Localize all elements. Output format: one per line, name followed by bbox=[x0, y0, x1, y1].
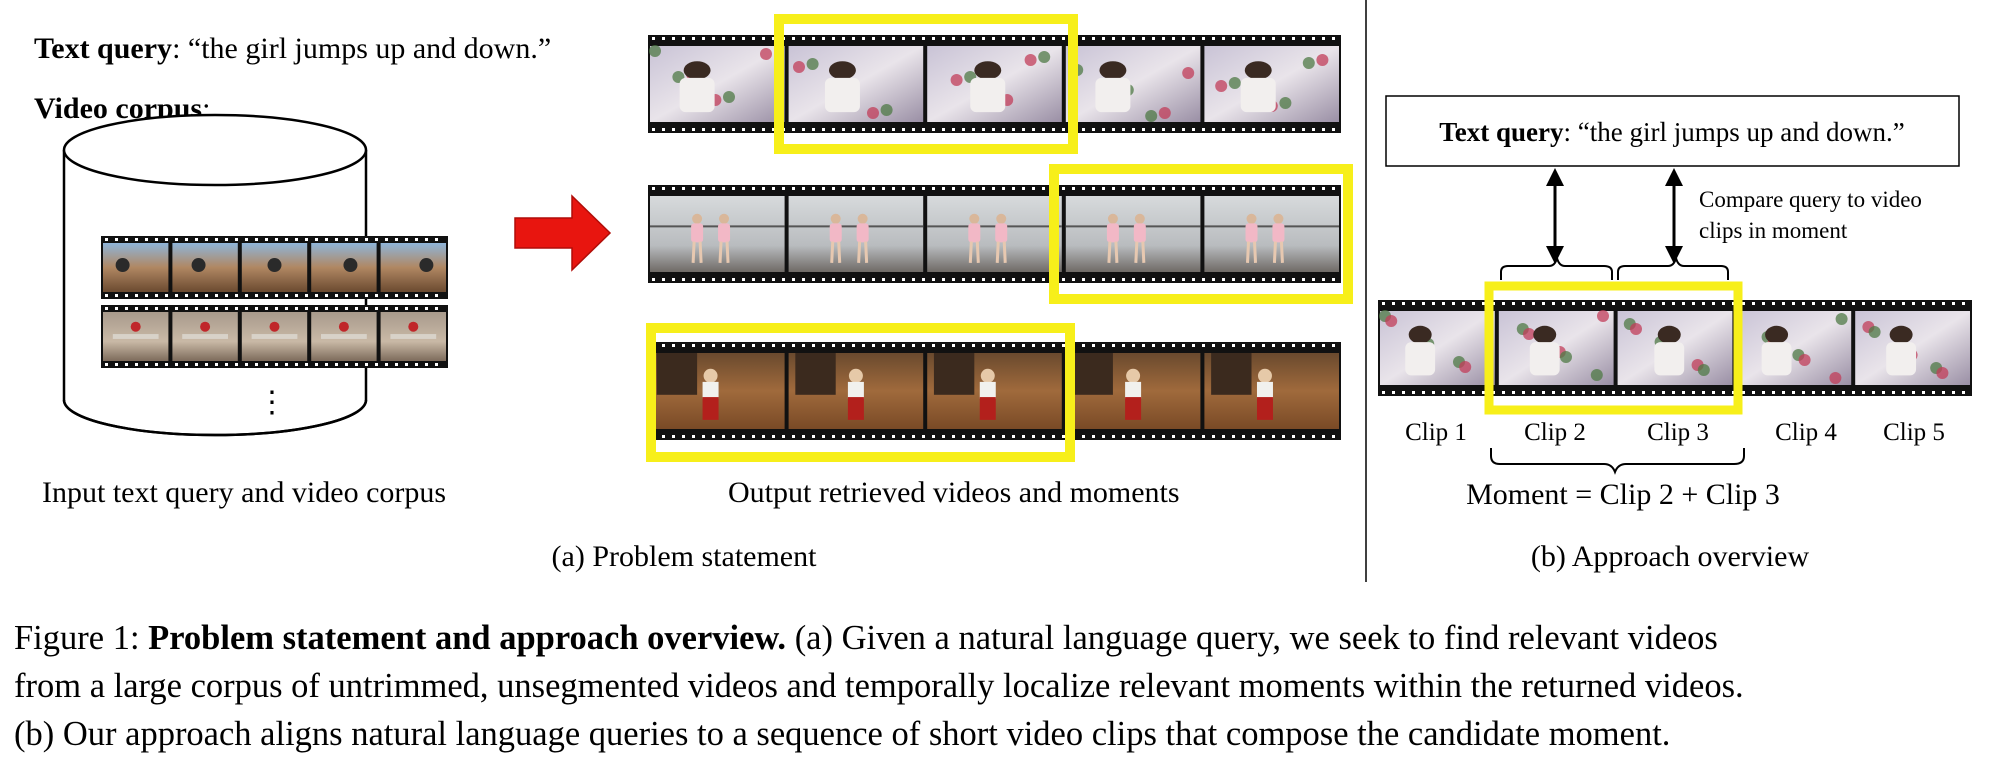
corpus-film-strip-2 bbox=[101, 305, 448, 368]
output-film-strip-3 bbox=[648, 342, 1341, 440]
corpus-strip-2-frame-5 bbox=[380, 312, 446, 361]
compare-note-line-2: clips in moment bbox=[1699, 218, 1848, 243]
output-strip-2-frame-2 bbox=[788, 196, 924, 272]
clip-strip-frame-5 bbox=[1855, 311, 1970, 385]
caption-prefix: Figure 1: bbox=[14, 619, 149, 657]
moment-equation: Moment = Clip 2 + Clip 3 bbox=[1466, 478, 1780, 511]
output-strip-3-frame-5 bbox=[1204, 353, 1339, 429]
moment-highlight-3 bbox=[646, 323, 1075, 462]
clip-label-2: Clip 2 bbox=[1524, 419, 1586, 446]
video-corpus-database bbox=[62, 113, 368, 437]
retrieval-arrow-icon bbox=[514, 194, 612, 272]
corpus-strip-2-frame-3 bbox=[241, 312, 308, 361]
caption-line-3: (b) Our approach aligns natural language… bbox=[14, 715, 1671, 753]
text-query-box-line: Text query: “the girl jumps up and down.… bbox=[1439, 117, 1904, 147]
corpus-film-strip-1 bbox=[101, 236, 448, 299]
output-strip-1-frame-1 bbox=[649, 45, 785, 122]
output-strip-3-frame-3 bbox=[927, 353, 1062, 429]
output-strip-3-frame-4 bbox=[1065, 353, 1201, 429]
compare-arrow-clip2-icon bbox=[1546, 168, 1564, 264]
text-query-box-label: Text query bbox=[1439, 117, 1564, 147]
clip2-brace bbox=[1500, 257, 1613, 280]
panel-b: Text query: “the girl jumps up and down.… bbox=[1378, 95, 1972, 573]
output-strip-1-frame-3 bbox=[927, 46, 1062, 122]
corpus-strip-1-frame-5 bbox=[380, 243, 446, 292]
clip-film-strip bbox=[1378, 300, 1972, 396]
text-query-line: Text query: “the girl jumps up and down.… bbox=[34, 32, 551, 65]
corpus-strip-1-frame-3 bbox=[241, 243, 308, 292]
moment-highlight-b bbox=[1484, 281, 1743, 415]
output-strip-1-frame-2 bbox=[788, 46, 924, 122]
output-strip-3-frame-1 bbox=[650, 353, 785, 429]
clip-strip-frame-4 bbox=[1736, 311, 1852, 385]
moment-highlight-1 bbox=[774, 14, 1078, 154]
more-videos-ellipsis: ⋮ bbox=[257, 386, 287, 419]
corpus-strip-2-frame-2 bbox=[172, 312, 238, 361]
text-query-box-value: : “the girl jumps up and down.” bbox=[1564, 117, 1905, 147]
input-caption: Input text query and video corpus bbox=[42, 476, 446, 509]
clip-label-1: Clip 1 bbox=[1405, 419, 1467, 446]
output-strip-1-frame-4 bbox=[1065, 46, 1201, 122]
clip-strip-frame-2 bbox=[1498, 310, 1614, 385]
caption-line-1: Figure 1: Problem statement and approach… bbox=[14, 614, 1989, 662]
clip-strip-frame-1 bbox=[1379, 310, 1495, 385]
text-query-box bbox=[1385, 95, 1960, 167]
video-corpus-colon: : bbox=[202, 92, 210, 125]
output-strip-3-frame-2 bbox=[788, 353, 924, 429]
caption-line-2: from a large corpus of untrimmed, unsegm… bbox=[14, 667, 1744, 705]
output-film-strip-2 bbox=[648, 185, 1341, 283]
output-strip-2-frame-3 bbox=[927, 196, 1062, 272]
corpus-strip-1-frame-1 bbox=[103, 243, 169, 292]
output-strip-2-frame-1 bbox=[650, 196, 785, 272]
figure-caption: Figure 1: Problem statement and approach… bbox=[14, 614, 1989, 758]
panel-a-subcaption: (a) Problem statement bbox=[552, 540, 818, 573]
panel-a: Text query: “the girl jumps up and down.… bbox=[34, 14, 1353, 573]
text-query-label: Text query bbox=[34, 32, 172, 65]
output-caption: Output retrieved videos and moments bbox=[728, 476, 1180, 509]
output-strip-2-frame-4 bbox=[1065, 196, 1201, 272]
corpus-strip-1-frame-2 bbox=[172, 243, 238, 292]
compare-arrow-clip3-icon bbox=[1665, 168, 1683, 264]
moment-highlight-2 bbox=[1049, 164, 1353, 304]
text-query-value: : “the girl jumps up and down.” bbox=[172, 32, 551, 65]
corpus-strip-2-frame-4 bbox=[311, 312, 377, 361]
clip-labels: Clip 1 Clip 2 Clip 3 Clip 4 Clip 5 bbox=[1405, 419, 1945, 446]
clip-label-5: Clip 5 bbox=[1883, 419, 1945, 446]
corpus-strip-2-frame-1 bbox=[103, 312, 169, 361]
panel-b-subcaption: (b) Approach overview bbox=[1531, 540, 1810, 573]
clip3-brace bbox=[1617, 257, 1729, 280]
clip-strip-frame-3 bbox=[1617, 311, 1733, 385]
output-strip-2-frame-5 bbox=[1204, 196, 1339, 272]
clip-label-3: Clip 3 bbox=[1647, 419, 1709, 446]
caption-title: Problem statement and approach overview. bbox=[148, 619, 787, 657]
output-film-strip-1 bbox=[648, 35, 1341, 133]
corpus-strip-1-frame-4 bbox=[311, 243, 377, 292]
caption-line-1-text: (a) Given a natural language query, we s… bbox=[786, 619, 1718, 657]
moment-brace bbox=[1490, 448, 1745, 475]
compare-note-line-1: Compare query to video bbox=[1699, 187, 1922, 212]
output-strip-1-frame-5 bbox=[1204, 46, 1339, 122]
clip-label-4: Clip 4 bbox=[1775, 419, 1837, 446]
